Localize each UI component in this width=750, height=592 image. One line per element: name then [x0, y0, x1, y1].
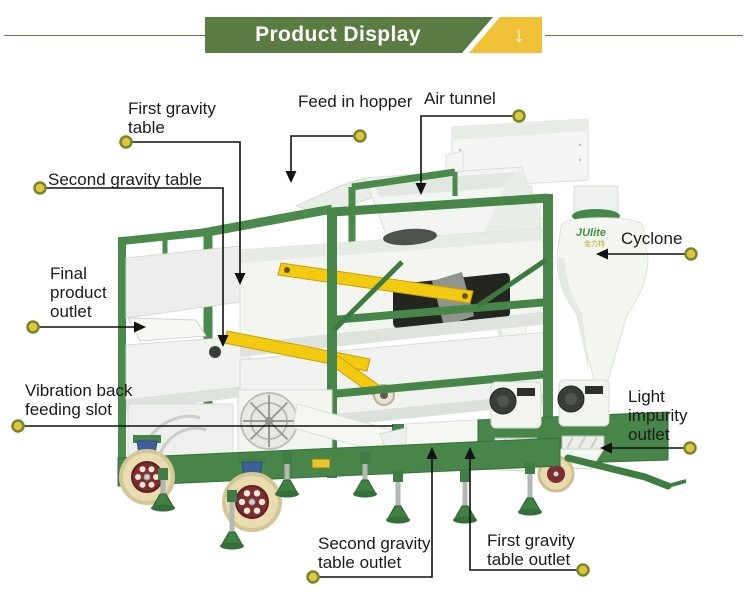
wheel-left-rear [222, 456, 282, 532]
warning-sticker [311, 458, 331, 469]
label-second-gravity-table-outlet: Second gravity table outlet [318, 534, 431, 573]
section-title: Product Display [255, 23, 421, 46]
brand-logo: JUlite [576, 227, 606, 239]
section-title-banner: Product Display [205, 17, 493, 53]
dot-second-gravity-table-outlet [306, 570, 320, 584]
brand-logo-sub: 金力特 [584, 239, 605, 248]
wheel-left-front [119, 435, 175, 505]
dot-cyclone [684, 247, 698, 261]
callout-line-feed-in-hopper [290, 135, 358, 172]
label-final-product-outlet: Final product outlet [50, 264, 107, 322]
dot-air-tunnel [512, 109, 526, 123]
dot-second-gravity-table [33, 181, 47, 195]
label-first-gravity-table-outlet: First gravity table outlet [487, 531, 575, 570]
callout-line-first-gravity-table [126, 141, 241, 274]
label-cyclone: Cyclone [621, 229, 683, 248]
down-arrow-icon: ↓ [513, 22, 525, 47]
cyclone-right [556, 217, 649, 389]
linkage-bar-upper [277, 262, 474, 304]
dot-vibration-back-feeding-slot [11, 419, 25, 433]
dot-first-gravity-table [119, 135, 133, 149]
callout-arrowheads [134, 171, 612, 459]
callout-line-second-gravity-table [40, 187, 224, 336]
tow-bar [564, 454, 672, 490]
label-second-gravity-table: Second gravity table [48, 170, 203, 189]
label-vibration-back-feeding-slot: Vibration back feeding slot [25, 381, 133, 420]
header-line-left [4, 35, 205, 36]
dot-first-gravity-table-outlet [576, 563, 590, 577]
header-line-right [545, 35, 743, 36]
label-feed-in-hopper: Feed in hopper [298, 92, 413, 111]
callout-dots [11, 109, 698, 584]
label-first-gravity-table: First gravity table [128, 99, 216, 138]
label-light-impurity-outlet: Light impurity outlet [628, 387, 688, 445]
dot-light-impurity-outlet [683, 441, 697, 455]
left-decks [125, 245, 251, 461]
support-legs [151, 452, 542, 550]
dot-final-product-outlet [26, 320, 40, 334]
callout-lines [23, 115, 686, 578]
callout-line-first-gravity-table-outlet [469, 458, 578, 571]
label-air-tunnel: Air tunnel [424, 89, 496, 108]
callout-line-air-tunnel [420, 115, 519, 184]
final-product-outlet-chute [127, 317, 207, 342]
chassis [117, 437, 561, 487]
dot-feed-in-hopper [353, 129, 367, 143]
callout-line-second-gravity-table-outlet [317, 458, 433, 578]
